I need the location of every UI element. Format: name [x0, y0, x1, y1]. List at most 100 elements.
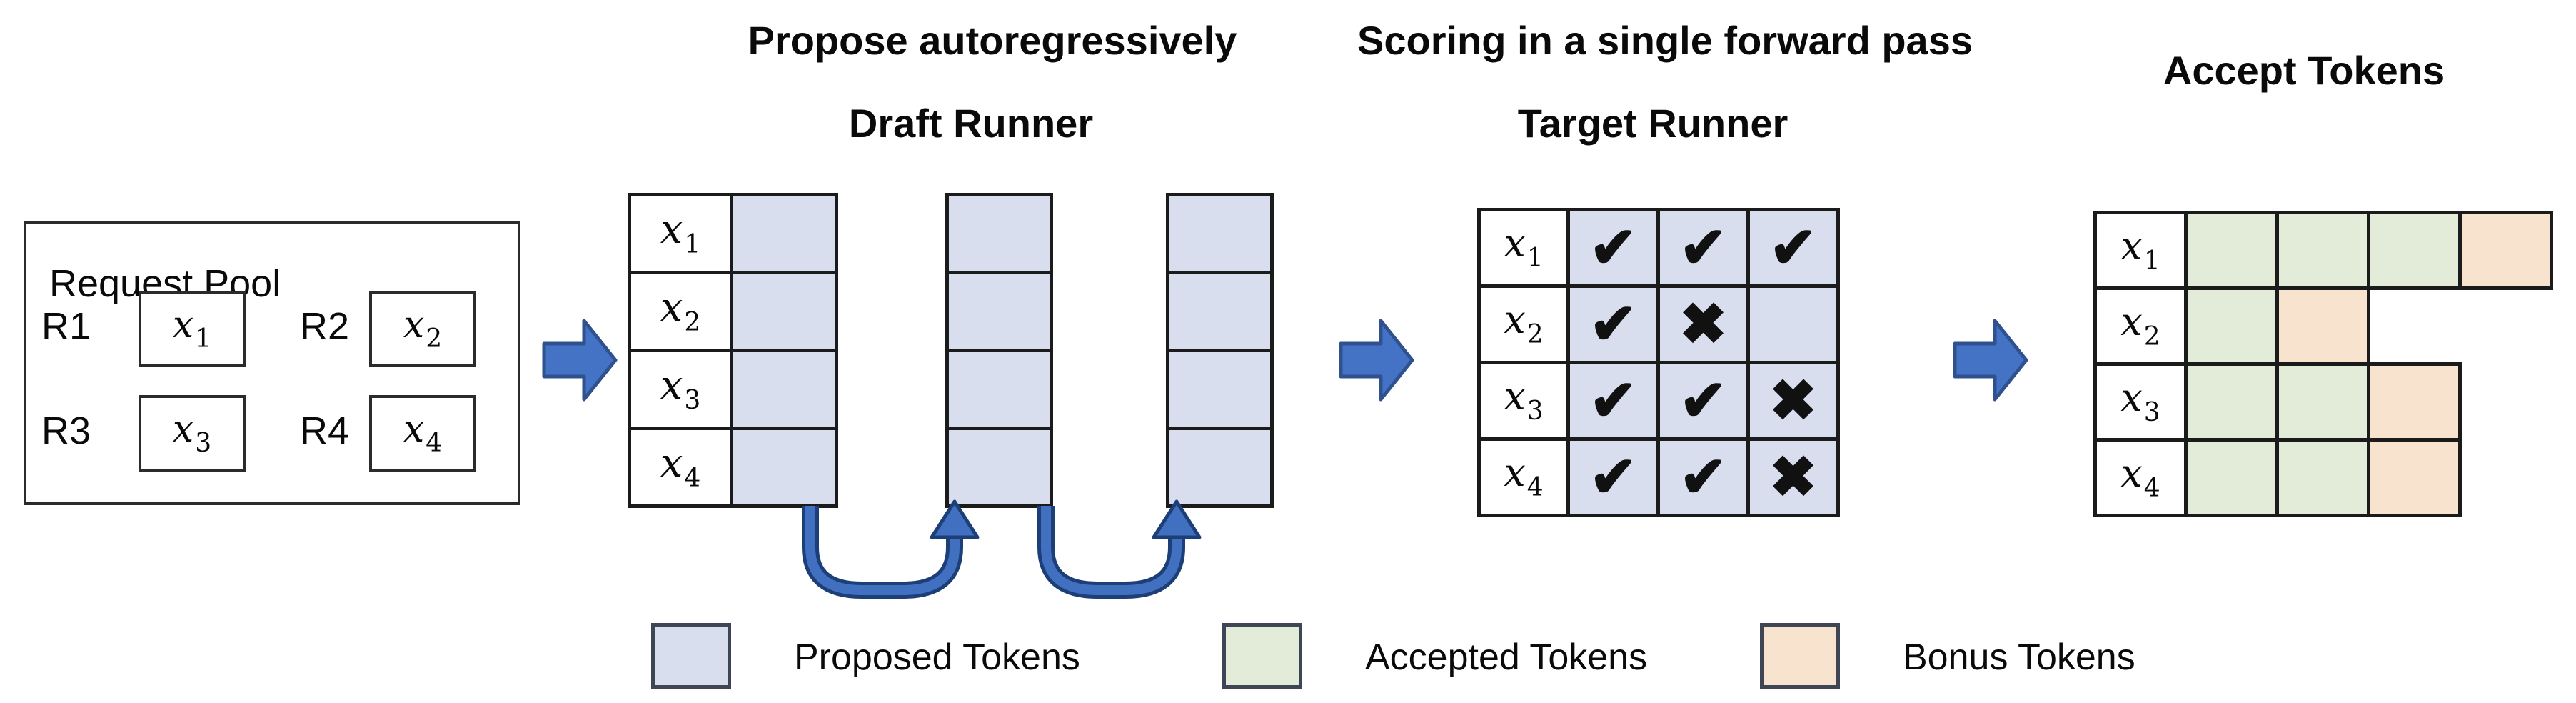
draft-proposed-cell	[1166, 271, 1274, 352]
request-id-r4: R4	[300, 409, 350, 452]
draft-proposed-cell	[945, 349, 1053, 430]
token-label: x1	[2120, 223, 2160, 276]
token-label: x1	[172, 303, 212, 354]
legend-label-accepted: Accepted Tokens	[1365, 637, 1648, 678]
target-runner-title: Target Runner	[1517, 101, 1788, 146]
token-label: x3	[1504, 374, 1544, 426]
accept-bonus-cell	[2367, 362, 2462, 442]
target-score-cell: ✖	[1656, 284, 1750, 364]
accept-accepted-cell	[2275, 362, 2370, 442]
legend-label-proposed: Proposed Tokens	[794, 637, 1080, 678]
target-score-cell: ✔	[1656, 208, 1750, 288]
cross-icon: ✖	[1679, 292, 1728, 356]
token-label: x3	[2120, 374, 2160, 427]
draft-proposed-cell	[945, 271, 1053, 352]
legend-swatch-proposed	[651, 623, 731, 689]
draft-row-label: x3	[628, 349, 733, 430]
request-id-r3: R3	[41, 409, 91, 452]
draft-row-label: x4	[628, 427, 733, 508]
draft-proposed-cell	[730, 349, 838, 430]
token-label: x3	[660, 362, 701, 415]
accept-tokens-title: Accept Tokens	[2163, 48, 2445, 93]
check-icon: ✔	[1679, 445, 1728, 509]
check-icon: ✔	[1679, 369, 1728, 432]
check-icon: ✔	[1769, 216, 1818, 279]
flow-arrow-pool-to-draft	[542, 319, 618, 402]
loop-arrow-step1-icon	[802, 499, 980, 599]
target-row-label: x3	[1477, 361, 1570, 441]
cross-icon: ✖	[1769, 445, 1818, 509]
accept-row-label: x4	[2093, 438, 2188, 517]
accept-row-label: x2	[2093, 286, 2188, 366]
check-icon: ✔	[1589, 369, 1638, 432]
target-score-cell: ✔	[1566, 361, 1660, 441]
request-token-box-r2: x2	[369, 291, 476, 367]
accept-accepted-cell	[2275, 211, 2370, 290]
draft-proposed-cell	[730, 271, 838, 352]
accept-bonus-cell	[2458, 211, 2553, 290]
target-score-cell: ✖	[1746, 361, 1840, 441]
accept-accepted-cell	[2184, 211, 2279, 290]
target-row-label: x4	[1477, 437, 1570, 517]
request-token-box-r1: x1	[139, 291, 246, 367]
accept-bonus-cell	[2275, 286, 2370, 366]
token-label: x1	[660, 206, 701, 259]
loop-arrow-step2-icon	[1037, 499, 1202, 599]
accept-accepted-cell	[2275, 438, 2370, 517]
draft-row-label: x1	[628, 193, 733, 274]
accept-row-label: x3	[2093, 362, 2188, 442]
target-score-cell	[1746, 284, 1840, 364]
target-score-cell: ✔	[1566, 208, 1660, 288]
accept-accepted-cell	[2367, 211, 2462, 290]
flow-arrow-draft-to-target	[1339, 319, 1414, 402]
cross-icon: ✖	[1769, 369, 1818, 432]
request-token-box-r3: x3	[139, 395, 246, 472]
token-label: x4	[2120, 450, 2160, 503]
legend-swatch-accepted	[1222, 623, 1302, 689]
token-label: x4	[403, 407, 443, 458]
request-id-r2: R2	[300, 305, 350, 348]
legend-label-bonus: Bonus Tokens	[1903, 637, 2135, 678]
token-label: x2	[403, 303, 443, 354]
target-score-cell: ✔	[1656, 361, 1750, 441]
accept-accepted-cell	[2184, 286, 2279, 366]
accept-bonus-cell	[2367, 438, 2462, 517]
target-row-label: x2	[1477, 284, 1570, 364]
target-score-cell: ✔	[1746, 208, 1840, 288]
request-token-box-r4: x4	[369, 395, 476, 472]
check-icon: ✔	[1589, 445, 1638, 509]
draft-proposed-cell	[730, 427, 838, 508]
draft-runner-title: Draft Runner	[848, 101, 1094, 146]
token-label: x1	[1504, 221, 1544, 273]
legend-swatch-bonus	[1760, 623, 1840, 689]
token-label: x2	[2120, 299, 2160, 352]
draft-proposed-cell	[945, 193, 1053, 274]
request-id-r1: R1	[41, 305, 91, 348]
target-score-cell: ✔	[1566, 437, 1660, 517]
draft-proposed-cell	[1166, 349, 1274, 430]
target-score-cell: ✖	[1746, 437, 1840, 517]
token-label: x3	[172, 407, 212, 458]
draft-proposed-cell	[1166, 193, 1274, 274]
scoring-forward-pass-title: Scoring in a single forward pass	[1357, 18, 1973, 63]
token-label: x2	[1504, 297, 1544, 349]
accept-accepted-cell	[2184, 438, 2279, 517]
draft-proposed-cell	[945, 427, 1053, 508]
accept-row-label: x1	[2093, 211, 2188, 290]
draft-row-label: x2	[628, 271, 733, 352]
accept-accepted-cell	[2184, 362, 2279, 442]
check-icon: ✔	[1679, 216, 1728, 279]
propose-autoregressively-title: Propose autoregressively	[748, 18, 1237, 63]
token-label: x2	[660, 284, 701, 337]
draft-proposed-cell	[1166, 427, 1274, 508]
draft-proposed-cell	[730, 193, 838, 274]
check-icon: ✔	[1589, 292, 1638, 356]
token-label: x4	[660, 439, 701, 493]
flow-arrow-target-to-accept	[1953, 319, 2028, 402]
target-row-label: x1	[1477, 208, 1570, 288]
check-icon: ✔	[1589, 216, 1638, 279]
token-label: x4	[1504, 450, 1544, 502]
target-score-cell: ✔	[1566, 284, 1660, 364]
